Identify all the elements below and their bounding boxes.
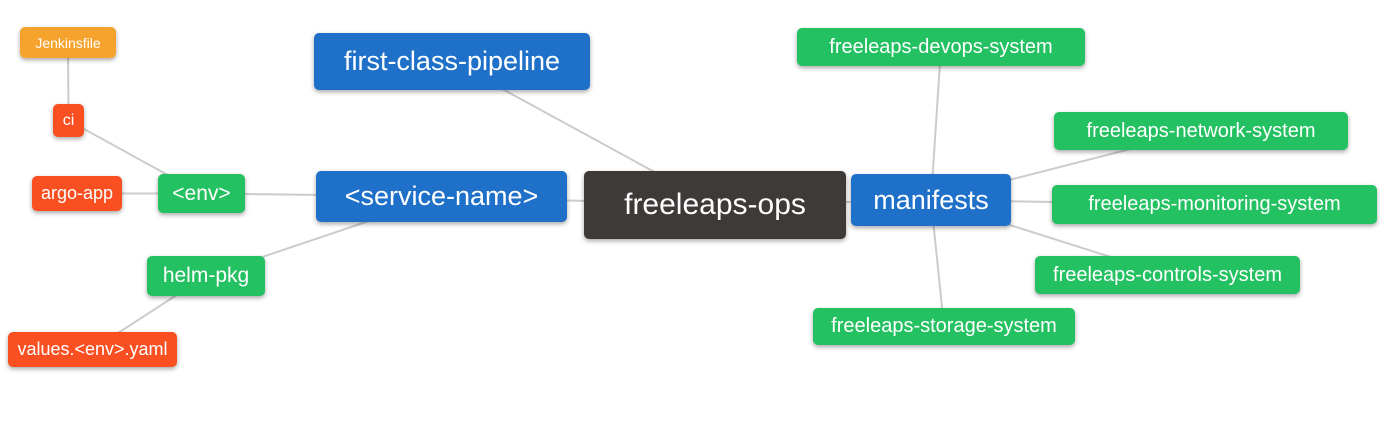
node-freeleaps-storage-system[interactable]: freeleaps-storage-system bbox=[813, 308, 1075, 345]
node-env[interactable]: <env> bbox=[158, 174, 245, 213]
node-argo-app[interactable]: argo-app bbox=[32, 176, 122, 211]
node-freeleaps-monitoring-system[interactable]: freeleaps-monitoring-system bbox=[1052, 185, 1377, 224]
node-freeleaps-devops-system[interactable]: freeleaps-devops-system bbox=[797, 28, 1085, 66]
node-jenkinsfile[interactable]: Jenkinsfile bbox=[20, 27, 116, 58]
node-values-env-yaml[interactable]: values.<env>.yaml bbox=[8, 332, 177, 367]
node-freeleaps-controls-system[interactable]: freeleaps-controls-system bbox=[1035, 256, 1300, 294]
node-helm-pkg[interactable]: helm-pkg bbox=[147, 256, 265, 296]
node-manifests[interactable]: manifests bbox=[851, 174, 1011, 226]
node-service-name[interactable]: <service-name> bbox=[316, 171, 567, 222]
node-first-class-pipeline[interactable]: first-class-pipeline bbox=[314, 33, 590, 90]
node-freeleaps-network-system[interactable]: freeleaps-network-system bbox=[1054, 112, 1348, 150]
node-freeleaps-ops[interactable]: freeleaps-ops bbox=[584, 171, 846, 239]
node-ci[interactable]: ci bbox=[53, 104, 84, 137]
